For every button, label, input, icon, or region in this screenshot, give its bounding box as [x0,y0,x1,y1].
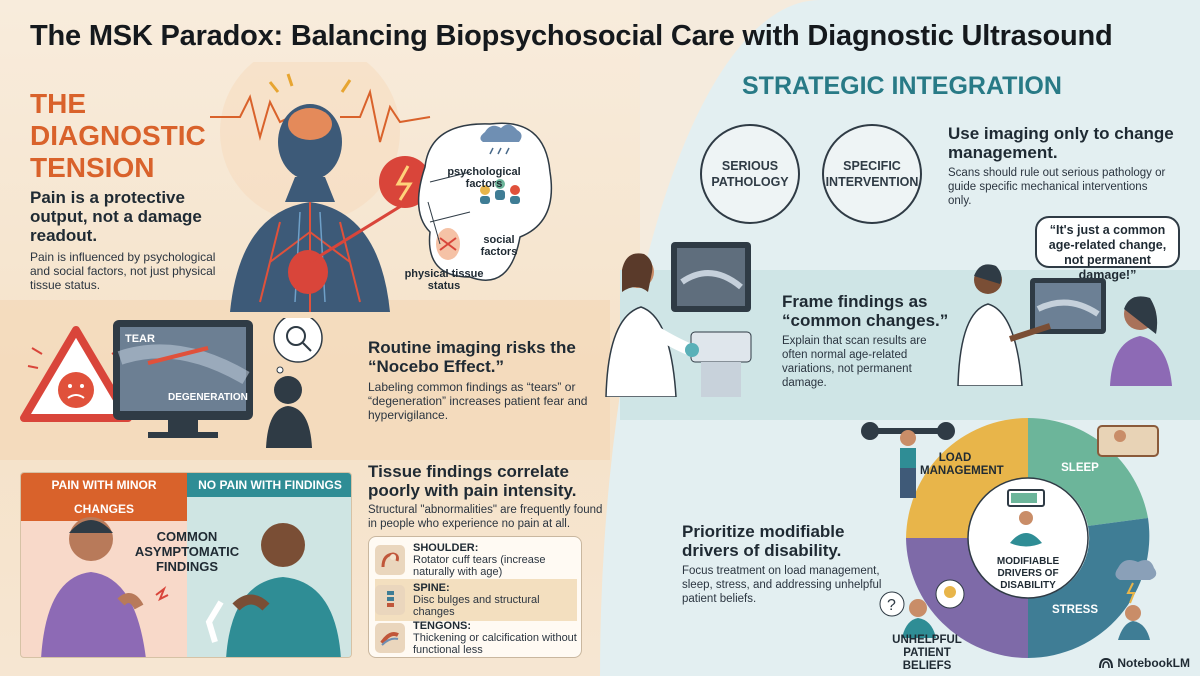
findings-list-card: SHOULDER:Rotator cuff tears (increase na… [368,536,582,658]
finding-shoulder-label: SHOULDER: [413,542,479,554]
page-title: The MSK Paradox: Balancing Biopsychosoci… [30,20,1113,52]
segment-stress: STRESS [1051,604,1098,616]
framing-headline: Frame findings as “common changes.” [782,292,949,330]
finding-shoulder: SHOULDER:Rotator cuff tears (increase na… [375,539,585,581]
serious-pathology-circle: SERIOUS PATHOLOGY [700,124,800,224]
correlation-body: Structural "abnormalities" are frequentl… [368,504,603,530]
finding-tendons-text: Thickening or calcification without func… [413,632,577,656]
finding-spine-text: Disc bulges and structural changes [413,594,540,618]
tab-no-pain-findings: NO PAIN WITH FINDINGS [187,473,351,497]
finding-shoulder-text: Rotator cuff tears (increase naturally w… [413,554,546,578]
asymptomatic-findings-label: COMMON ASYMPTOMATIC FINDINGS [134,529,240,574]
sonographer-illustration [605,242,752,397]
pain-body: Pain is influenced by psychological and … [30,250,216,292]
notebooklm-icon [1099,657,1114,669]
correlation-headline: Tissue findings correlate poorly with pa… [368,462,577,500]
nocebo-body: Labeling common findings as “tears” or “… [368,380,588,422]
finding-spine: SPINE:Disc bulges and structural changes [375,579,577,621]
nocebo-headline: Routine imaging risks the “Nocebo Effect… [368,338,576,376]
tear-label: TEAR [125,333,155,345]
drivers-headline: Prioritize modifiable drivers of disabil… [682,522,845,560]
drivers-center-label: MODIFIABLE DRIVERS OF DISABILITY [996,556,1060,591]
strategic-integration-heading: STRATEGIC INTEGRATION [742,72,1062,100]
psychological-factors-label: psychological factors [447,166,521,190]
correlation-comparison-card: PAIN WITH MINOR CHANGES NO PAIN WITH FIN… [20,472,352,658]
drivers-body: Focus treatment on load management, slee… [682,565,882,605]
modifiable-drivers-cycle: ? [861,418,1159,658]
nocebo-illustration [20,318,323,448]
nervous-system-illustration [210,62,553,312]
brand-label: NotebookLM [1117,656,1190,670]
tendon-icon [375,623,405,653]
reassurance-quote-bubble: “It's just a common age-related change, … [1035,216,1180,282]
physical-tissue-label: physical tissue status [404,268,484,292]
patients-illustration [41,517,341,657]
notebooklm-logo: NotebookLM [1099,656,1190,670]
tab-pain-minor-changes: PAIN WITH MINOR CHANGES [21,473,187,521]
finding-tendons: TENGONS:Thickening or calcification with… [375,617,585,659]
social-factors-label: social factors [480,234,518,258]
pain-headline: Pain is a protective output, not a damag… [30,188,202,245]
imaging-headline: Use imaging only to change management. [948,124,1174,162]
framing-body: Explain that scan results are often norm… [782,335,927,389]
spine-icon [375,585,405,615]
segment-unhelpful-beliefs: UNHELPFUL PATIENT BELIEFS [892,634,962,672]
finding-tendons-label: TENGONS: [413,620,472,632]
segment-sleep: SLEEP [1061,462,1099,474]
shoulder-icon [375,545,405,575]
imaging-body: Scans should rule out serious pathology … [948,167,1166,207]
segment-load-management: LOAD MANAGEMENT [920,452,1004,477]
finding-spine-label: SPINE: [413,582,450,594]
specific-intervention-circle: SPECIFIC INTERVENTION [822,124,922,224]
clinician-patient-illustration [957,264,1172,386]
degeneration-label: DEGENERATION [168,392,248,403]
diagnostic-tension-heading: THE DIAGNOSTIC TENSION [30,88,206,183]
svg-text:?: ? [887,597,896,614]
